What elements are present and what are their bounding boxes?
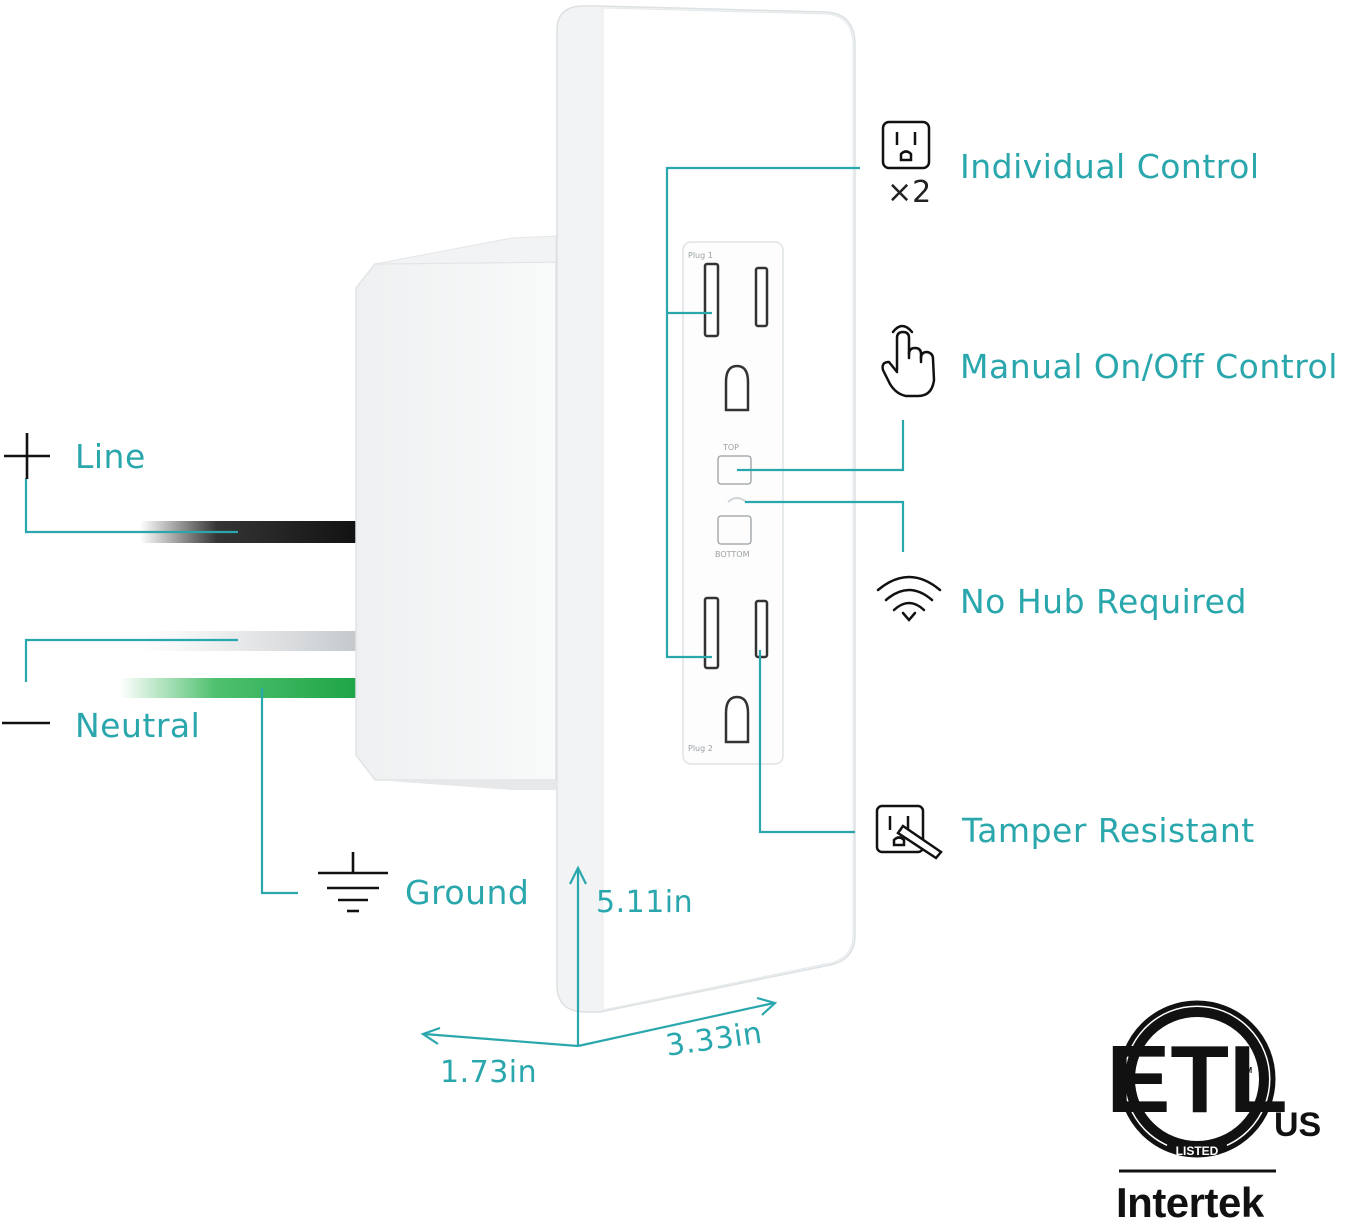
neutral-wire xyxy=(140,631,360,651)
tamper-resistant-leader xyxy=(758,650,855,834)
ground-wire xyxy=(120,678,360,698)
top-receptacle-slot-right xyxy=(754,266,769,328)
no-hub-leader xyxy=(745,500,905,552)
tamper-resistant-label: Tamper Resistant xyxy=(962,811,1255,850)
wall-plate xyxy=(556,5,856,1013)
width-arrowhead xyxy=(756,996,778,1016)
ground-icon xyxy=(318,852,388,913)
individual-control-leader xyxy=(665,166,860,659)
top-button-marking: TOP xyxy=(723,443,740,452)
etl-mark: ETL xyxy=(1106,1026,1287,1133)
us-mark: US xyxy=(1274,1106,1322,1144)
cm-text: CM xyxy=(1240,1066,1253,1075)
pointing-hand-icon xyxy=(881,324,936,398)
bottom-receptacle-slot-right xyxy=(754,599,769,659)
manual-control-leader xyxy=(737,420,905,472)
bottom-button-marking: BOTTOM xyxy=(715,550,750,559)
height-dimension: 5.11in xyxy=(596,885,694,920)
plug1-marking: Plug 1 xyxy=(688,251,713,260)
top-receptacle-ground xyxy=(724,364,750,412)
line-leader xyxy=(24,478,238,534)
line-label: Line xyxy=(75,437,146,476)
width-arrow xyxy=(577,1001,775,1048)
status-led-icon xyxy=(727,497,747,503)
ground-label: Ground xyxy=(405,873,530,912)
neutral-label: Neutral xyxy=(75,706,201,745)
intertek-label: Intertek xyxy=(1116,1179,1264,1226)
outlet-icon xyxy=(881,120,931,170)
depth-arrowhead xyxy=(420,1026,441,1045)
bottom-button[interactable] xyxy=(717,515,752,545)
bottom-receptacle-slot-left xyxy=(703,596,720,670)
wifi-icon xyxy=(876,575,942,622)
etl-listed-logo: ETL LISTED CM xyxy=(1106,1000,1288,1173)
ground-leader xyxy=(260,688,298,895)
no-hub-label: No Hub Required xyxy=(960,582,1247,621)
manual-control-label: Manual On/Off Control xyxy=(960,347,1338,386)
outlet-housing xyxy=(355,235,557,790)
bottom-receptacle-ground xyxy=(724,695,750,744)
plug2-marking: Plug 2 xyxy=(688,744,713,753)
height-arrowhead xyxy=(569,865,587,885)
line-wire xyxy=(140,521,360,543)
individual-multiplier: ×2 xyxy=(887,175,932,210)
depth-arrow xyxy=(423,1032,579,1048)
leader-lines xyxy=(24,166,905,1048)
wiring-symbols xyxy=(2,433,388,913)
tamper-resistant-icon xyxy=(875,804,943,860)
individual-control-label: Individual Control xyxy=(960,147,1260,186)
wires xyxy=(120,521,360,698)
neutral-leader xyxy=(24,638,238,682)
depth-dimension: 1.73in xyxy=(440,1055,538,1090)
listed-text: LISTED xyxy=(1176,1144,1219,1158)
plus-icon xyxy=(4,433,50,479)
top-receptacle-slot-left xyxy=(703,262,720,338)
